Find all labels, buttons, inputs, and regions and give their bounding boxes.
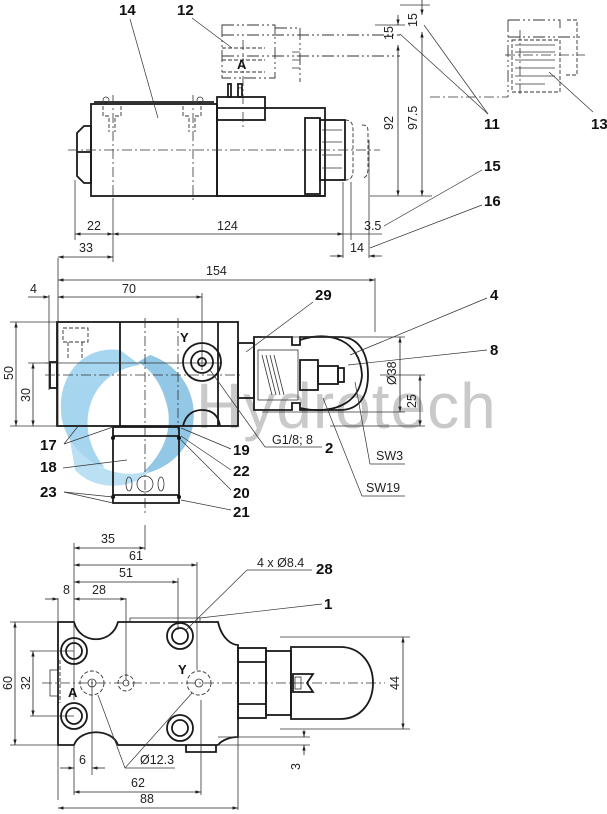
callout-13: 13	[591, 116, 607, 133]
callout-17: 17	[40, 437, 57, 454]
watermark: Hydrotech	[60, 349, 497, 486]
mounting-holes	[60, 622, 194, 742]
dim-88: 88	[140, 792, 154, 806]
callout-15: 15	[484, 158, 501, 175]
dim-3: 3	[289, 763, 303, 770]
dim-22: 22	[87, 219, 101, 233]
callout-20: 20	[233, 485, 250, 502]
dim-14: 14	[350, 241, 364, 255]
dim-97-5: 97.5	[406, 106, 420, 130]
dim-44: 44	[388, 676, 402, 690]
dim-6: 6	[79, 753, 86, 767]
port-letter-a-bottom: A	[68, 685, 78, 700]
callout-14: 14	[119, 2, 136, 19]
dim-15b: 15	[406, 13, 420, 27]
port-letter-a-top: A	[237, 57, 247, 72]
front-view: 154 4 70 Y Ø38	[2, 258, 499, 521]
thread-spec: G1/8; 8	[272, 433, 313, 447]
dim-32: 32	[19, 676, 33, 690]
hydrotech-logo-icon	[60, 349, 194, 486]
callout-28: 28	[316, 561, 333, 578]
dim-50: 50	[2, 366, 16, 380]
dim-30: 30	[19, 388, 33, 402]
top-view: A 15 15 92 97.5 22	[58, 0, 607, 262]
callout-4: 4	[490, 287, 499, 304]
callout-22: 22	[233, 463, 250, 480]
dim-3-5: 3.5	[364, 219, 381, 233]
dim-60: 60	[1, 676, 15, 690]
dim-51: 51	[119, 566, 133, 580]
dim-62: 62	[131, 776, 145, 790]
callout-8: 8	[490, 342, 498, 359]
dim-25: 25	[405, 394, 419, 408]
dim-8: 8	[63, 583, 70, 597]
callout-11: 11	[484, 116, 500, 133]
dim-124: 124	[217, 219, 238, 233]
dim-92: 92	[382, 116, 396, 130]
callout-16: 16	[484, 193, 501, 210]
bottom-view: 35 61 51 28 8 Y A	[1, 525, 410, 810]
callout-21: 21	[233, 504, 250, 521]
callout-12: 12	[177, 2, 194, 19]
dim-dia-12-3: Ø12.3	[140, 753, 174, 767]
callout-2: 2	[325, 440, 333, 457]
dim-4: 4	[30, 282, 37, 296]
callout-18: 18	[40, 459, 57, 476]
dim-70: 70	[122, 282, 136, 296]
callout-29: 29	[315, 287, 332, 304]
dim-15a: 15	[382, 26, 396, 40]
dim-35: 35	[101, 532, 115, 546]
callout-19: 19	[233, 442, 250, 459]
holes-spec: 4 x Ø8.4	[257, 556, 304, 570]
callout-23: 23	[40, 484, 57, 501]
port-letter-y-bottom: Y	[178, 662, 187, 677]
dim-61: 61	[129, 549, 143, 563]
dim-154: 154	[206, 264, 227, 278]
port-letter-y-front: Y	[180, 330, 189, 345]
sw3-label: SW3	[376, 449, 403, 463]
dim-dia-38: Ø38	[385, 361, 399, 385]
callout-1: 1	[324, 596, 332, 613]
dim-28: 28	[92, 583, 106, 597]
watermark-text: Hydrotech	[196, 370, 497, 442]
sw19-label: SW19	[366, 481, 400, 495]
dim-33: 33	[79, 241, 93, 255]
